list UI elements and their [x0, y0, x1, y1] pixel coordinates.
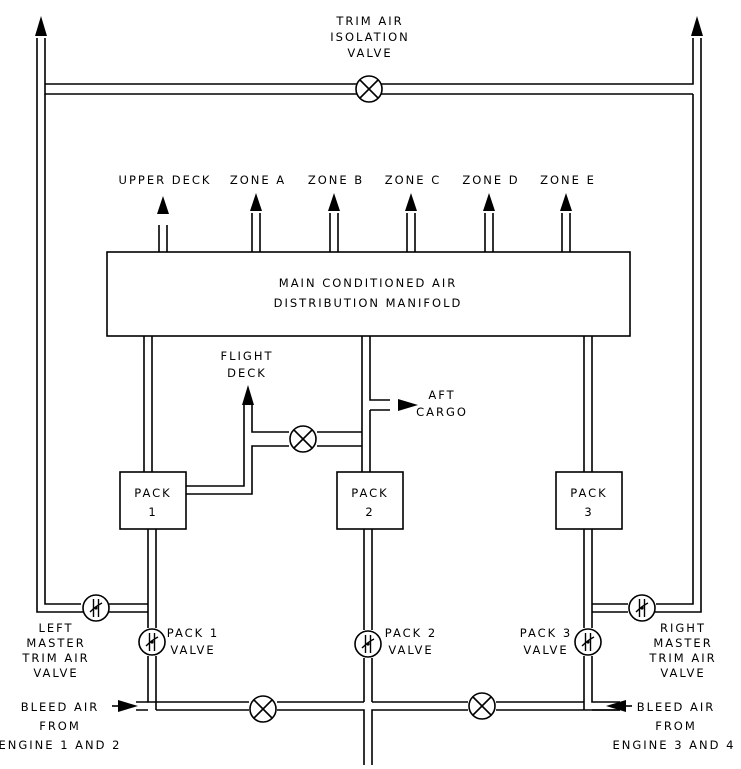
outlet-label: ZONE E	[540, 173, 596, 187]
label-line: VALVE	[33, 666, 78, 680]
left-master-label: LEFT MASTER TRIM AIR VALVE	[21, 621, 89, 680]
label-line: VALVE	[523, 643, 568, 657]
arrow-icon	[328, 193, 340, 211]
piping	[36, 38, 702, 765]
pack-2	[336, 471, 404, 530]
label-line: DISTRIBUTION MANIFOLD	[274, 296, 463, 310]
outlet-label: ZONE B	[308, 173, 364, 187]
pack-3-number: 3	[584, 505, 593, 519]
pack-3	[555, 471, 623, 530]
left-master-trim-air-valve-icon	[82, 594, 110, 622]
label-line: BLEED AIR	[21, 700, 100, 714]
pack-2-valve-label: PACK 2 VALVE	[385, 626, 437, 657]
arrow-icon	[606, 700, 626, 712]
pack-1-label: PACK	[134, 486, 171, 500]
arrow-icon	[35, 16, 47, 36]
arrow-icon	[483, 193, 495, 211]
label-line: FROM	[39, 719, 81, 733]
label-line: TRIM AIR	[21, 651, 89, 665]
flight-deck-valve-icon	[289, 425, 317, 453]
aft-cargo-label: AFT CARGO	[416, 388, 468, 419]
flow-arrows	[35, 16, 703, 712]
label-line: RIGHT	[660, 621, 706, 635]
label-line: LEFT	[38, 621, 73, 635]
pack-3-valve-label: PACK 3 VALVE	[520, 626, 572, 657]
arrow-icon	[242, 385, 254, 405]
label-line: AFT	[428, 388, 455, 402]
arrow-icon	[157, 196, 169, 214]
pack-2-label: PACK	[351, 486, 388, 500]
bleed-air-left-label: BLEED AIR FROM ENGINE 1 AND 2	[0, 700, 121, 752]
trim-air-isolation-valve-icon	[355, 75, 383, 103]
label-line: BLEED AIR	[637, 700, 716, 714]
pack-2-number: 2	[365, 505, 374, 519]
pack-1	[119, 471, 187, 530]
arrow-icon	[560, 193, 572, 211]
label-line: VALVE	[388, 643, 433, 657]
label-line: VALVE	[170, 643, 215, 657]
outlet-label: ZONE D	[462, 173, 519, 187]
outlet-labels: UPPER DECK ZONE A ZONE B ZONE C ZONE D Z…	[119, 173, 596, 187]
label-line: ENGINE 3 AND 4	[613, 738, 736, 752]
bleed-air-right-label: BLEED AIR FROM ENGINE 3 AND 4	[613, 700, 736, 752]
right-isolation-valve-icon	[468, 692, 496, 720]
arrow-icon	[250, 193, 262, 211]
pack-1-number: 1	[148, 505, 157, 519]
label-line: MASTER	[26, 636, 85, 650]
pack-3-label: PACK	[570, 486, 607, 500]
label-line: PACK 2	[385, 626, 437, 640]
arrow-icon	[405, 193, 417, 211]
arrow-icon	[118, 700, 138, 712]
label-line: MAIN CONDITIONED AIR	[279, 276, 457, 290]
outlet-label: UPPER DECK	[119, 173, 212, 187]
label-line: ENGINE 1 AND 2	[0, 738, 121, 752]
pack-labels: PACK 1 PACK 2 PACK 3	[134, 486, 607, 519]
label-line: PACK 3	[520, 626, 572, 640]
pack-1-valve-label: PACK 1 VALVE	[167, 626, 219, 657]
label-line: ISOLATION	[330, 30, 409, 44]
label-line: CARGO	[416, 405, 468, 419]
right-master-trim-air-valve-icon	[628, 594, 656, 622]
label-line: TRIM AIR	[648, 651, 716, 665]
arrow-icon	[398, 399, 418, 411]
label-line: FLIGHT	[221, 349, 274, 363]
label-line: TRIM AIR	[335, 14, 403, 28]
label-line: MASTER	[653, 636, 712, 650]
outlet-label: ZONE C	[385, 173, 441, 187]
label-line: PACK 1	[167, 626, 219, 640]
label-line: VALVE	[347, 46, 392, 60]
distribution-manifold	[106, 251, 631, 337]
label-line: FROM	[655, 719, 697, 733]
right-master-label: RIGHT MASTER TRIM AIR VALVE	[648, 621, 716, 680]
outlet-label: ZONE A	[230, 173, 286, 187]
flight-deck-label: FLIGHT DECK	[221, 349, 274, 380]
pack-2-valve-icon	[354, 630, 382, 658]
arrow-icon	[691, 16, 703, 36]
trim-air-isolation-label: TRIM AIR ISOLATION VALVE	[330, 14, 409, 60]
label-line: VALVE	[660, 666, 705, 680]
pack-1-valve-icon	[138, 628, 166, 656]
pack-3-valve-icon	[574, 628, 602, 656]
manifold-label: MAIN CONDITIONED AIR DISTRIBUTION MANIFO…	[274, 276, 463, 310]
label-line: DECK	[227, 366, 267, 380]
left-isolation-valve-icon	[249, 695, 277, 723]
